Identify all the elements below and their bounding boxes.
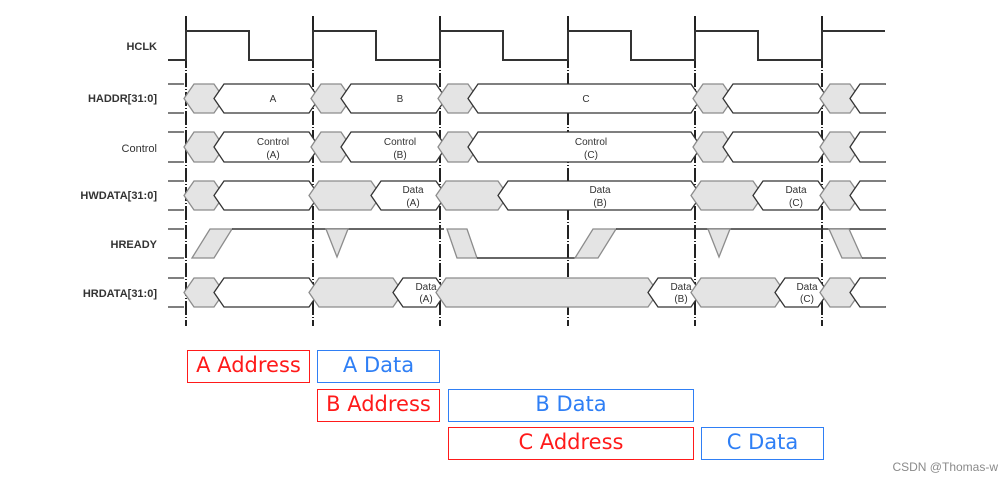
hwdata-label-a-sub: (A) — [406, 198, 419, 209]
signal-label-hrdata: HRDATA[31:0] — [83, 288, 157, 300]
control-label-a-sub: (A) — [266, 150, 279, 161]
hrdata-invalid — [435, 277, 659, 308]
hrdata-lead — [168, 277, 184, 308]
haddr-segment — [340, 83, 447, 114]
control-label-b-sub: (B) — [393, 150, 406, 161]
hrdata-label-b: Data — [670, 282, 692, 293]
signal-label-hready: HREADY — [111, 239, 158, 251]
signal-label-haddr: HADDR[31:0] — [88, 93, 157, 105]
signal-label-control: Control — [122, 143, 157, 155]
phase-c-data: C Data — [701, 427, 824, 460]
hrdata-label-c: Data — [796, 282, 818, 293]
hrdata-label-b-sub: (B) — [674, 294, 687, 305]
hready-fall — [446, 228, 478, 259]
hwdata-label-b: Data — [589, 185, 611, 196]
hclk-waveform — [168, 30, 885, 61]
phase-c-address: C Address — [448, 427, 694, 460]
hrdata-label-a: Data — [415, 282, 437, 293]
right-mask — [886, 75, 1008, 320]
hready-glitch — [325, 228, 349, 259]
signal-label-hwdata: HWDATA[31:0] — [80, 190, 157, 202]
hready-rise — [190, 228, 234, 259]
control-segment — [722, 131, 829, 163]
hwdata-lead — [168, 180, 184, 211]
phase-b-data: B Data — [448, 389, 694, 422]
haddr-lead — [168, 83, 184, 114]
phase-a-address: A Address — [187, 350, 310, 383]
hwdata-wait — [308, 180, 382, 211]
hwdata-wait — [690, 180, 764, 211]
hready-rise — [573, 228, 618, 259]
control-label-c: Control — [575, 137, 607, 148]
signal-label-hclk: HCLK — [126, 41, 157, 53]
phase-a-data: A Data — [317, 350, 440, 383]
hwdata-label-c-sub: (C) — [789, 198, 803, 209]
hready-fall — [827, 228, 864, 259]
control-label-b: Control — [384, 137, 416, 148]
hwdata-wait — [435, 180, 509, 211]
hready-glitch — [707, 228, 731, 259]
haddr-label-c: C — [582, 94, 589, 105]
control-label-c-sub: (C) — [584, 150, 598, 161]
watermark: CSDN @Thomas-w — [892, 460, 998, 474]
hrdata-segment — [213, 277, 320, 308]
hready-lead — [168, 228, 184, 259]
hwdata-segment — [213, 180, 320, 211]
haddr-label-a: A — [270, 94, 277, 105]
haddr-segment — [722, 83, 829, 114]
control-lead — [168, 131, 184, 163]
hwdata-label-a: Data — [402, 185, 424, 196]
hrdata-label-a-sub: (A) — [419, 294, 432, 305]
hrdata-invalid — [308, 277, 404, 308]
haddr-label-b: B — [397, 94, 404, 105]
hwdata-label-c: Data — [785, 185, 807, 196]
phase-b-address: B Address — [317, 389, 440, 422]
hrdata-label-c-sub: (C) — [800, 294, 814, 305]
hrdata-invalid — [690, 277, 786, 308]
control-label-a: Control — [257, 137, 289, 148]
haddr-segment — [213, 83, 320, 114]
hwdata-label-b-sub: (B) — [593, 198, 606, 209]
